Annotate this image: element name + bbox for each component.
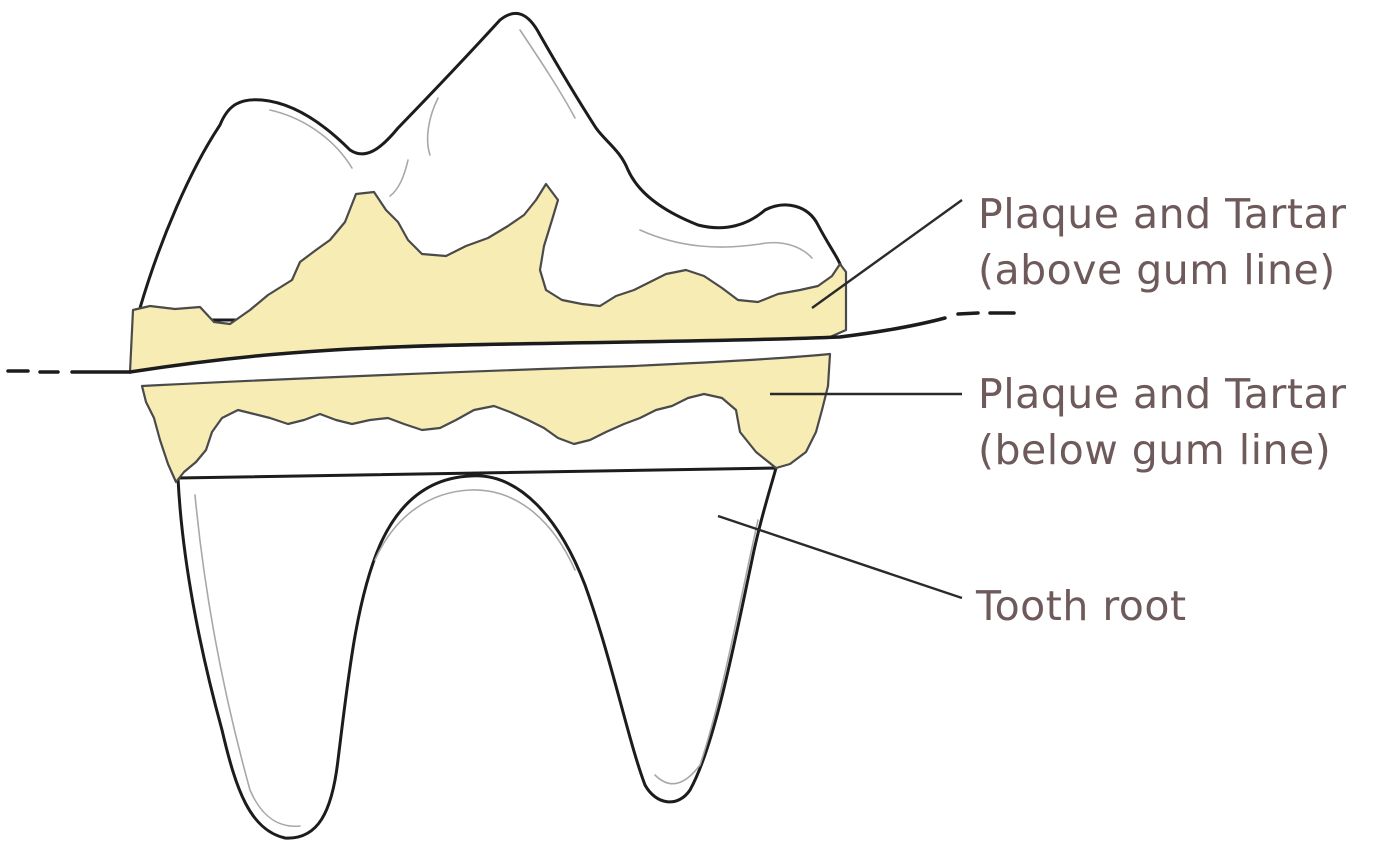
label-below-gum-line2: (below gum line): [978, 422, 1346, 478]
label-above-gum-line2: (above gum line): [978, 242, 1346, 298]
label-above-gum-line1: Plaque and Tartar: [978, 186, 1346, 242]
tartar-below-gum: [142, 354, 830, 482]
label-above-gum: Plaque and Tartar (above gum line): [978, 186, 1346, 298]
gum-line-dash-right-1: [958, 313, 978, 314]
label-below-gum: Plaque and Tartar (below gum line): [978, 366, 1346, 478]
label-below-gum-line1: Plaque and Tartar: [978, 366, 1346, 422]
label-tooth-root-text: Tooth root: [976, 578, 1187, 634]
label-tooth-root: Tooth root: [976, 578, 1187, 634]
tooth-roots: [178, 468, 776, 838]
leader-tooth-root: [718, 516, 962, 598]
